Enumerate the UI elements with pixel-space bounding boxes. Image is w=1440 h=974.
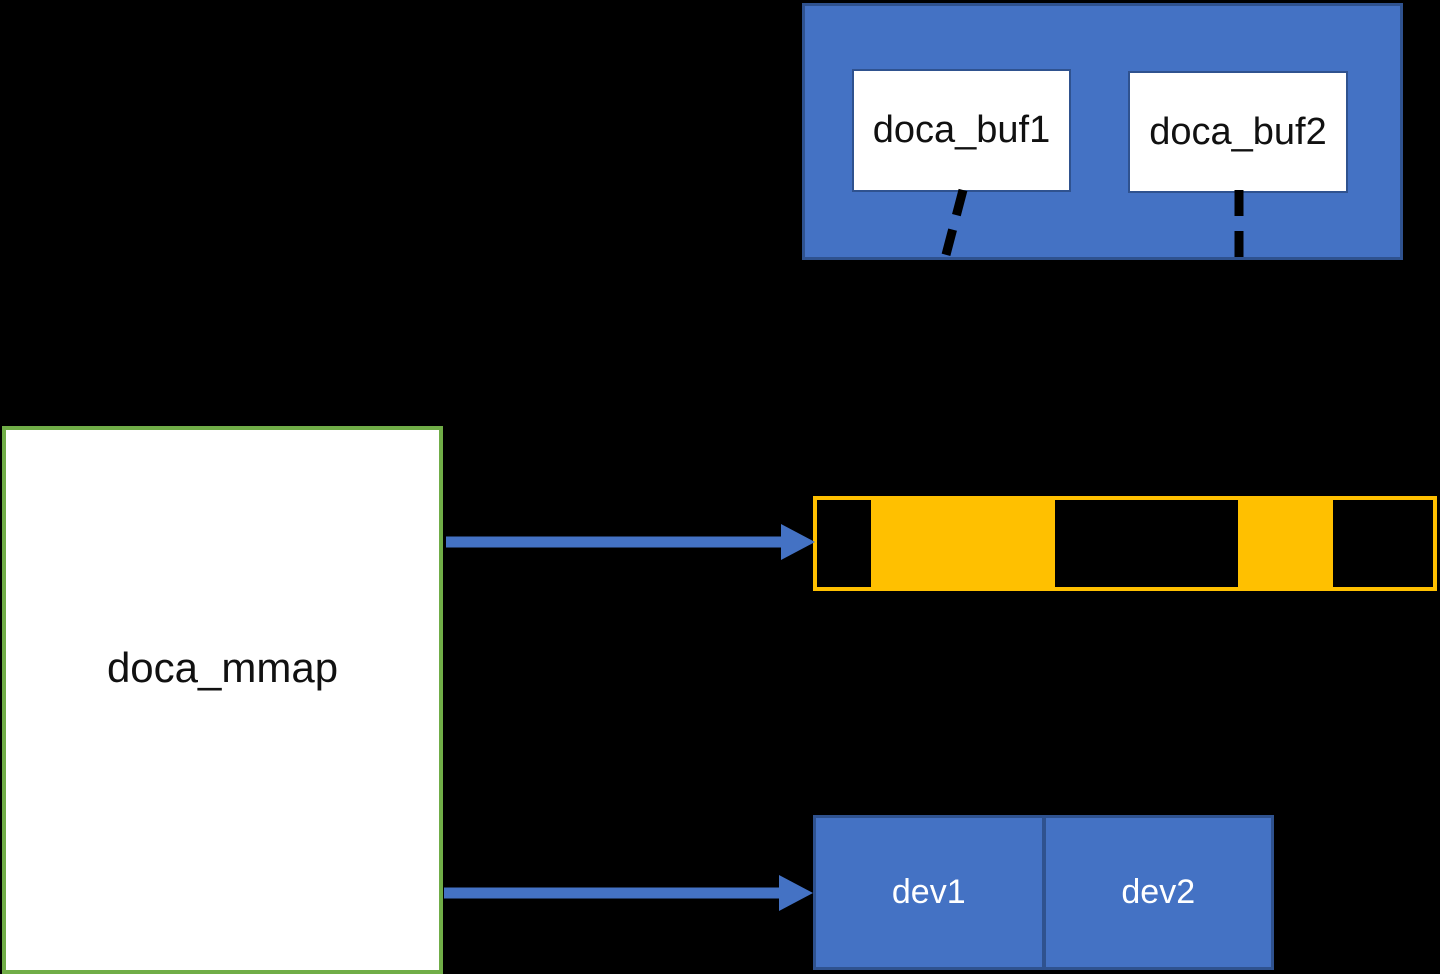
doca-buf1-label: doca_buf1 [872, 109, 1051, 151]
devices-container: dev1 dev2 [813, 815, 1274, 970]
dev2-label: dev2 [1121, 873, 1196, 911]
node-doca-buf1: doca_buf1 [852, 69, 1071, 192]
memory-range-segment-2 [1238, 500, 1333, 587]
memory-range-bar [813, 496, 1437, 591]
node-dev1: dev1 [816, 818, 1046, 967]
doca-buf2-label: doca_buf2 [1149, 110, 1327, 153]
node-dev2: dev2 [1046, 818, 1272, 967]
memory-range-segment-1 [871, 500, 1055, 587]
dev1-label: dev1 [891, 873, 966, 911]
mmap-to-memory-arrow [446, 524, 815, 560]
node-doca-buf2: doca_buf2 [1128, 71, 1348, 193]
mmap-to-devices-arrow [444, 875, 813, 911]
node-doca-mmap: doca_mmap [2, 426, 443, 974]
doca-mmap-label: doca_mmap [106, 644, 339, 691]
